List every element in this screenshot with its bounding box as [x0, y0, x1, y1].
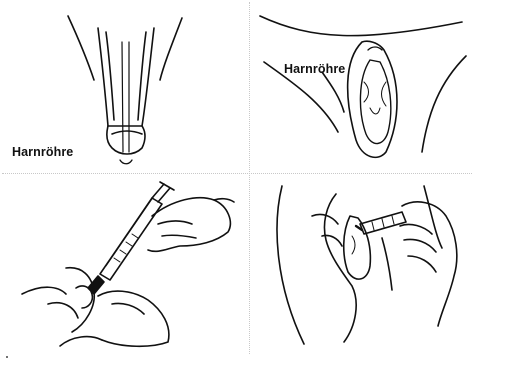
horizontal-divider — [2, 173, 472, 174]
vertical-divider — [249, 2, 250, 354]
scan-speck — [6, 356, 8, 358]
male-syringe-drawing — [2, 176, 248, 354]
panel-male-injection — [2, 176, 248, 354]
panel-female-injection — [252, 176, 472, 354]
urethra-label-male: Harnröhre — [12, 145, 73, 159]
urethra-label-female: Harnröhre — [284, 62, 345, 76]
female-syringe-drawing — [252, 176, 472, 354]
panel-female-urethra: Harnröhre — [252, 2, 472, 172]
panel-male-urethra: Harnröhre — [2, 2, 248, 172]
female-anatomy-drawing — [252, 2, 472, 172]
